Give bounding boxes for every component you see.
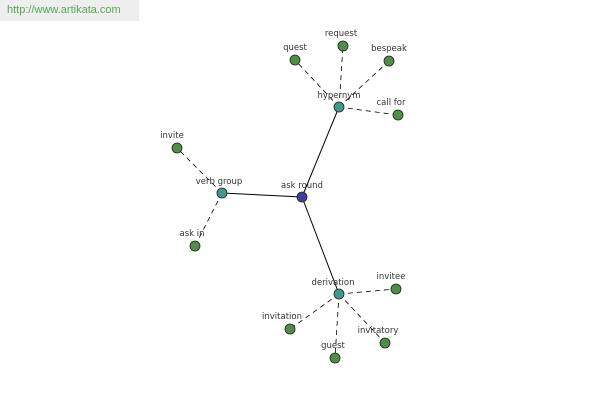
root-node-ask-round[interactable]: ask round xyxy=(281,181,323,203)
leaf-node-invitation[interactable]: invitation xyxy=(262,312,302,335)
leaf-node-ask-in[interactable]: ask in xyxy=(179,229,205,252)
leaf-node-call-for[interactable]: call for xyxy=(377,98,407,121)
hub-node-hypernym-label: hypernym xyxy=(317,91,360,101)
leaf-node-invitation-label: invitation xyxy=(262,312,302,322)
edge-hypernym-request xyxy=(338,45,344,108)
leaf-node-request[interactable]: request xyxy=(325,29,358,52)
leaf-node-bespeak[interactable]: bespeak xyxy=(371,44,407,67)
edge-derivation-invitation xyxy=(289,293,340,330)
hub-node-derivation-dot[interactable] xyxy=(333,288,345,300)
edge-hypernym-call-for xyxy=(338,106,399,116)
root-node-ask-round-dot[interactable] xyxy=(296,191,308,203)
leaf-node-quest-dot[interactable] xyxy=(289,54,301,66)
edges-layer xyxy=(176,45,399,359)
edge-derivation-guest xyxy=(334,293,340,359)
hub-node-verb-group-dot[interactable] xyxy=(216,187,228,199)
leaf-node-invitatory-label: invitatory xyxy=(358,326,399,336)
leaf-node-invitee-dot[interactable] xyxy=(390,283,402,295)
leaf-node-invitatory-dot[interactable] xyxy=(379,337,391,349)
leaf-node-invitee-label: invitee xyxy=(377,272,406,282)
hub-node-verb-group[interactable]: verb group xyxy=(196,177,243,199)
leaf-node-quest-label: quest xyxy=(283,43,307,53)
hub-node-verb-group-label: verb group xyxy=(196,177,243,187)
hub-node-hypernym-dot[interactable] xyxy=(333,101,345,113)
leaf-node-invitee[interactable]: invitee xyxy=(377,272,406,295)
edge-hypernym-bespeak xyxy=(338,60,390,108)
leaf-node-call-for-dot[interactable] xyxy=(392,109,404,121)
leaf-node-request-label: request xyxy=(325,29,358,39)
leaf-node-invitation-dot[interactable] xyxy=(284,323,296,335)
hub-node-derivation-label: derivation xyxy=(311,278,354,288)
edge-verb-group-ask-in xyxy=(194,192,223,247)
leaf-node-bespeak-dot[interactable] xyxy=(383,55,395,67)
leaf-node-invite-label: invite xyxy=(160,131,184,141)
leaf-node-ask-in-dot[interactable] xyxy=(189,240,201,252)
leaf-node-invitatory[interactable]: invitatory xyxy=(358,326,399,349)
leaf-node-quest[interactable]: quest xyxy=(283,43,308,66)
leaf-node-request-dot[interactable] xyxy=(337,40,349,52)
hub-node-hypernym[interactable]: hypernym xyxy=(317,91,361,113)
edge-root-derivation xyxy=(301,196,340,295)
edge-hypernym-quest xyxy=(294,59,340,108)
leaf-node-invite-dot[interactable] xyxy=(171,142,183,154)
leaf-node-guest[interactable]: guest xyxy=(321,341,346,364)
leaf-node-call-for-label: call for xyxy=(377,98,407,108)
leaf-node-invite[interactable]: invite xyxy=(160,131,184,154)
edge-derivation-invitatory xyxy=(338,293,386,344)
nodes-layer: quest request bespeak call for invite ask in i… xyxy=(160,29,407,364)
edge-root-verb-group xyxy=(221,192,303,198)
edge-verb-group-invite xyxy=(176,147,223,194)
leaf-node-bespeak-label: bespeak xyxy=(371,44,407,54)
edge-root-hypernym xyxy=(301,106,340,198)
leaf-node-guest-label: guest xyxy=(321,341,345,351)
hub-node-derivation[interactable]: derivation xyxy=(311,278,355,300)
root-node-ask-round-label: ask round xyxy=(281,181,323,191)
leaf-node-guest-dot[interactable] xyxy=(329,352,341,364)
edge-derivation-invitee xyxy=(338,288,397,295)
watermark-url[interactable]: http://www.artikata.com xyxy=(0,0,139,21)
leaf-node-ask-in-label: ask in xyxy=(179,229,204,239)
